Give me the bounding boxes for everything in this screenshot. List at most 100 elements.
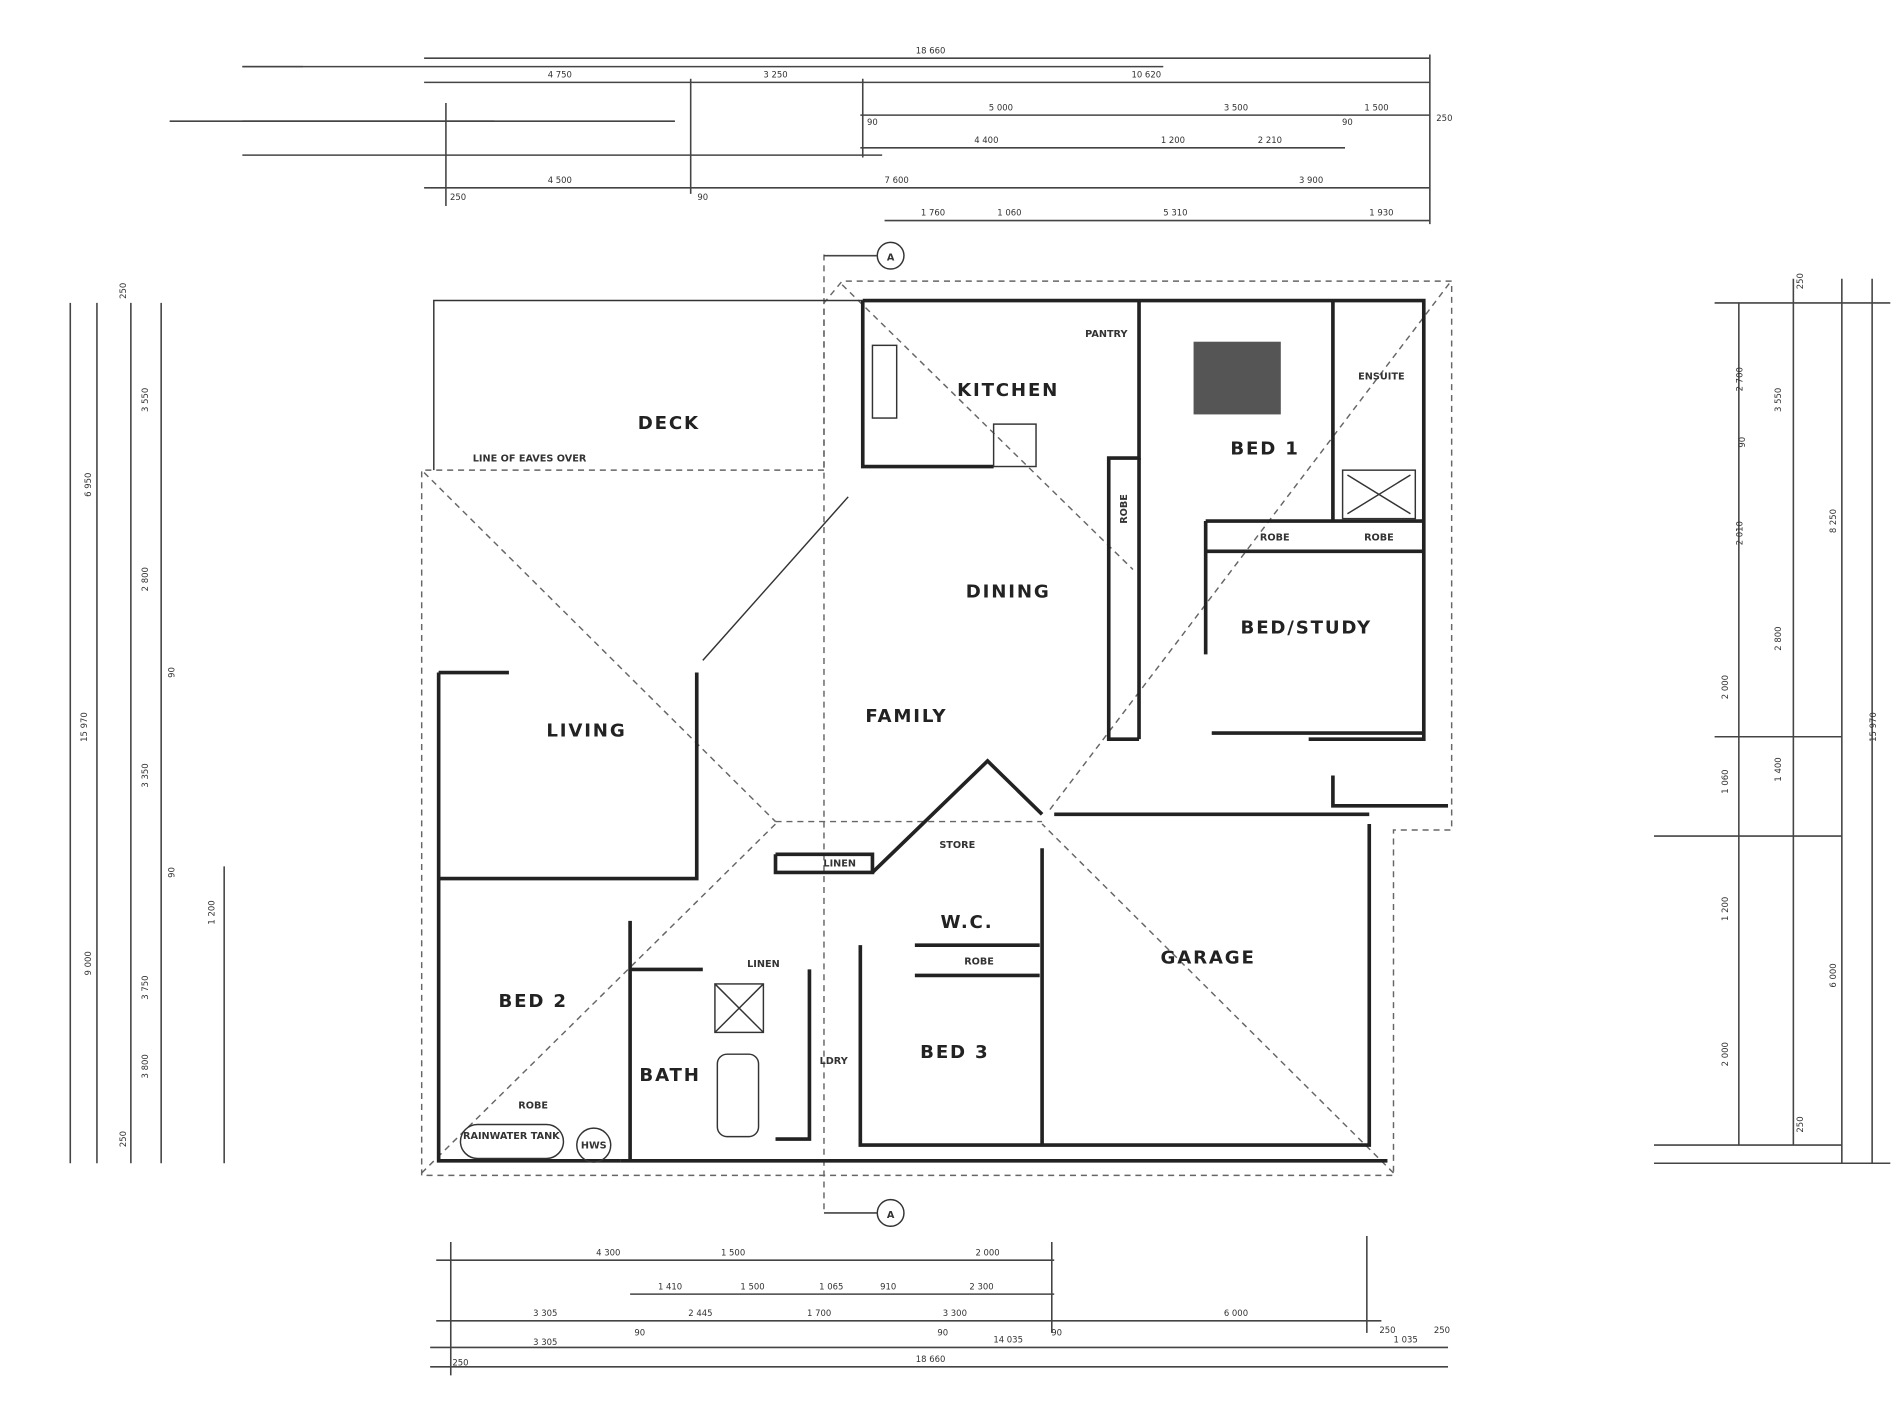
room-sublabel: HWS: [581, 1141, 607, 1152]
dimension-label: 250: [1379, 1325, 1395, 1335]
dimension-label: 1 400: [1773, 757, 1783, 781]
dimension-label: 2 210: [1258, 135, 1282, 145]
dimension-label: 4 300: [596, 1247, 620, 1257]
dimension-label: 5 000: [989, 102, 1013, 112]
dimension-label: 250: [450, 192, 466, 202]
dimension-label: 1 200: [206, 900, 216, 924]
dimension-label: 18 660: [916, 45, 946, 55]
dimension-label: 1 035: [1393, 1335, 1417, 1345]
dimension-label: 3 750: [140, 975, 150, 999]
dimension-label: 2 300: [969, 1281, 993, 1291]
room-sublabel: ENSUITE: [1358, 371, 1404, 382]
room-sublabel: LINEN: [747, 959, 780, 970]
dimension-label: 4 400: [974, 135, 998, 145]
dimension-label: 3 305: [533, 1308, 557, 1318]
dimension-label: 2 445: [688, 1308, 712, 1318]
section-marker-label: A: [887, 1210, 895, 1221]
eaves-outline: [420, 254, 1453, 1212]
dimension-label: 1 760: [921, 208, 945, 218]
room-label: BED 1: [1230, 438, 1299, 459]
dimension-label: 1 065: [819, 1281, 843, 1291]
room-sublabel: LINEN: [823, 858, 856, 869]
dimension-label: 90: [697, 192, 708, 202]
dimension-label: 250: [118, 283, 128, 299]
room-label: DINING: [966, 581, 1051, 602]
dimension-label: 90: [166, 867, 176, 878]
dimension-label: 250: [1434, 1325, 1450, 1335]
dimension-label: 250: [118, 1131, 128, 1147]
dimension-label: 1 500: [721, 1247, 745, 1257]
room-sublabel: PANTRY: [1085, 329, 1128, 340]
dimension-label: 15 970: [1868, 712, 1878, 742]
room-sublabel: ROBE: [1364, 532, 1394, 543]
dimension-label: 15 970: [79, 712, 89, 742]
dimension-label: 1 700: [807, 1308, 831, 1318]
room-label: BATH: [639, 1065, 700, 1086]
section-marker-label: A: [887, 253, 895, 264]
dimension-label: 90: [867, 117, 878, 127]
room-label: FAMILY: [865, 706, 947, 727]
dimension-label: 910: [880, 1281, 896, 1291]
room-sublabel: LINE OF EAVES OVER: [473, 454, 587, 465]
room-label: W.C.: [940, 912, 993, 933]
dimension-label: 90: [634, 1327, 645, 1337]
dimension-label: 90: [1342, 117, 1353, 127]
dimension-label: 3 300: [943, 1308, 967, 1318]
dimension-label: 90: [1737, 437, 1747, 448]
dimension-label: 7 600: [885, 175, 909, 185]
dimension-label: 4 750: [548, 70, 572, 80]
dimension-label: 6 000: [1224, 1308, 1248, 1318]
dimension-label: 3 550: [140, 388, 150, 412]
dimension-label: 250: [452, 1358, 468, 1368]
dimension-label: 9 000: [83, 951, 93, 975]
dimension-label: 1 410: [658, 1281, 682, 1291]
room-label: GARAGE: [1160, 947, 1255, 968]
walls: [436, 298, 1449, 1163]
dimension-label: 2 800: [1773, 626, 1783, 650]
dimension-label: 2 800: [140, 567, 150, 591]
dimension-label: 18 660: [916, 1354, 946, 1364]
room-sublabel: ROBE: [1260, 532, 1290, 543]
dimension-label: 1 930: [1369, 208, 1393, 218]
dimension-label: 90: [937, 1327, 948, 1337]
dimension-label: 14 035: [993, 1335, 1023, 1345]
room-sublabel: ROBE: [964, 957, 994, 968]
room-label: BED 2: [498, 991, 567, 1012]
dimension-label: 2 000: [1720, 675, 1730, 699]
room-sublabel: ROBE: [518, 1101, 548, 1112]
room-sublabel: ROBE: [1119, 494, 1130, 524]
dimension-label: 2 700: [1734, 367, 1744, 391]
dimension-label: 6 000: [1828, 963, 1838, 987]
dimension-label: 1 500: [740, 1281, 764, 1291]
dimension-label: 1 200: [1161, 135, 1185, 145]
dimension-label: 3 900: [1299, 175, 1323, 185]
dimension-label: 5 310: [1163, 208, 1187, 218]
dimension-label: 1 200: [1720, 897, 1730, 921]
dimension-label: 1 060: [1720, 769, 1730, 793]
room-sublabel: RAINWATER TANK: [463, 1131, 560, 1142]
dimension-label: 3 550: [1773, 388, 1783, 412]
dimension-label: 4 500: [548, 175, 572, 185]
dimension-label: 10 620: [1131, 70, 1161, 80]
dimension-label: 8 250: [1828, 509, 1838, 533]
dimension-label: 6 950: [83, 473, 93, 497]
bed-icon: [1193, 341, 1281, 415]
dimension-label: 3 800: [140, 1054, 150, 1078]
dimension-label: 2 000: [1720, 1042, 1730, 1066]
room-label: BED/STUDY: [1241, 618, 1372, 639]
dimension-label: 90: [1051, 1327, 1062, 1337]
dimension-label: 1 500: [1364, 102, 1388, 112]
room-sublabel: STORE: [939, 840, 975, 851]
room-label: LIVING: [546, 721, 626, 742]
dimension-label: 3 305: [533, 1337, 557, 1347]
dimension-label: 250: [1436, 113, 1452, 123]
room-label: KITCHEN: [957, 380, 1059, 401]
dimension-label: 1 060: [997, 208, 1021, 218]
room-sublabel: LDRY: [820, 1056, 849, 1067]
dimension-label: 250: [1795, 273, 1805, 289]
dimension-label: 90: [166, 667, 176, 678]
dimension-label: 3 500: [1224, 102, 1248, 112]
dimension-label: 250: [1795, 1116, 1805, 1132]
dimension-label: 3 350: [140, 763, 150, 787]
